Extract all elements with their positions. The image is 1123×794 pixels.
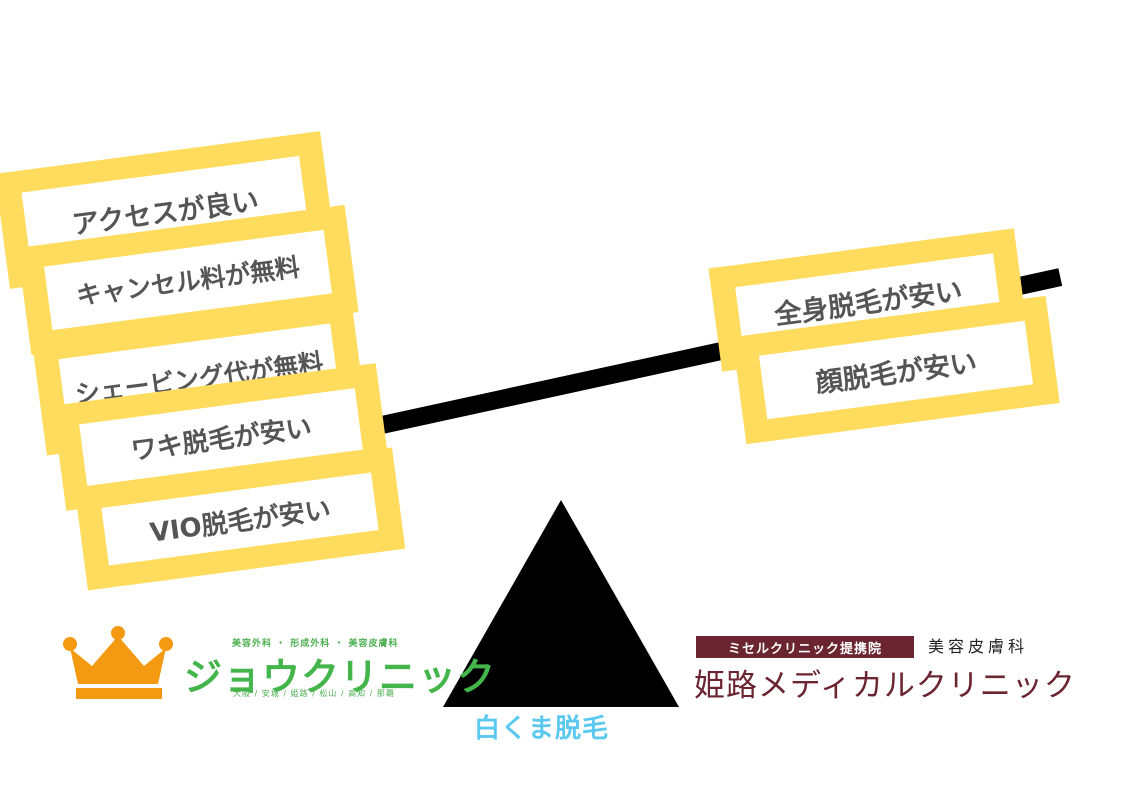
seesaw-fulcrum (443, 500, 679, 707)
left-card-5-label: VIO脱毛が安い (101, 472, 379, 566)
himeji-department: 美容皮膚科 (928, 637, 1029, 656)
jou-clinic-locations: 大阪 / 安城 / 姫路 / 松山 / 高知 / 那覇 (233, 689, 395, 698)
shirokuma-logo: 白くま脱毛 (474, 714, 610, 744)
himeji-tieup-badge: ミセルクリニック提携院 (696, 636, 914, 658)
jou-clinic-name: ジョウクリニック (184, 655, 497, 699)
himeji-clinic-name: 姫路メディカルクリニック (694, 668, 1076, 704)
crown-icon (63, 626, 173, 699)
jou-clinic-specialties: 美容外科 ・ 形成外科 ・ 美容皮膚科 (232, 639, 399, 649)
right-card-2-label: 顔脱毛が安い (758, 320, 1034, 420)
